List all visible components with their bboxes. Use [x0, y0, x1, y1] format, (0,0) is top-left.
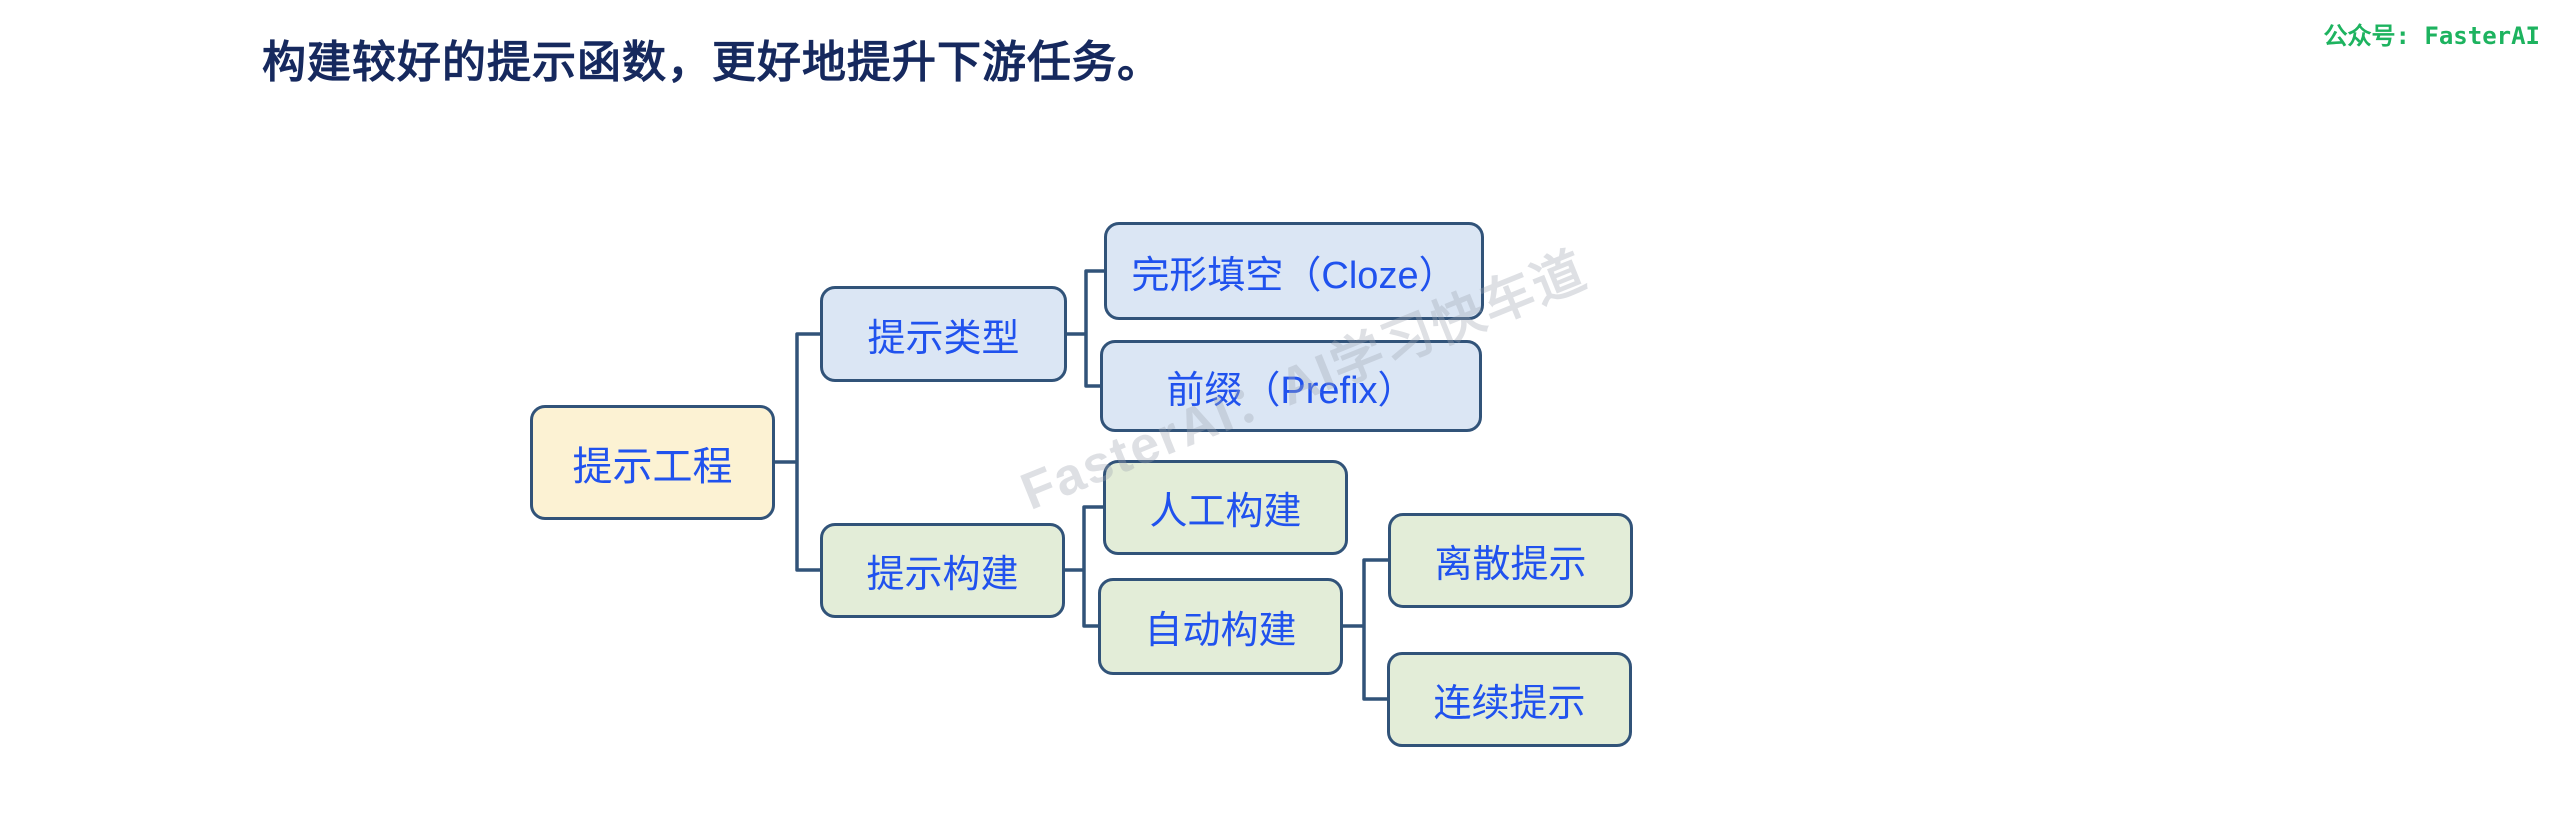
wechat-account-badge: 公众号: FasterAI: [2323, 22, 2541, 50]
node-continuous-prompt: 连续提示: [1387, 652, 1632, 747]
node-auto-construction: 自动构建: [1098, 578, 1343, 675]
node-label: 离散提示: [1434, 544, 1587, 586]
node-label: 提示构建: [866, 554, 1019, 596]
node-label: 自动构建: [1144, 610, 1297, 652]
node-manual-construction: 人工构建: [1103, 460, 1348, 555]
node-cloze: 完形填空（Cloze）: [1104, 222, 1484, 320]
node-prefix: 前缀（Prefix）: [1100, 340, 1482, 432]
node-label: 前缀（Prefix）: [1166, 369, 1416, 412]
node-label: 提示工程: [572, 444, 733, 489]
node-label: 连续提示: [1433, 683, 1586, 725]
node-prompt-construction: 提示构建: [820, 523, 1065, 618]
node-prompt-types: 提示类型: [820, 286, 1067, 382]
node-label: 完形填空（Cloze）: [1131, 254, 1457, 297]
node-label: 提示类型: [867, 317, 1020, 360]
node-discrete-prompt: 离散提示: [1388, 513, 1633, 608]
node-label: 人工构建: [1149, 491, 1302, 533]
node-prompt-engineering: 提示工程: [530, 405, 775, 520]
page-title: 构建较好的提示函数，更好地提升下游任务。: [262, 38, 1162, 87]
